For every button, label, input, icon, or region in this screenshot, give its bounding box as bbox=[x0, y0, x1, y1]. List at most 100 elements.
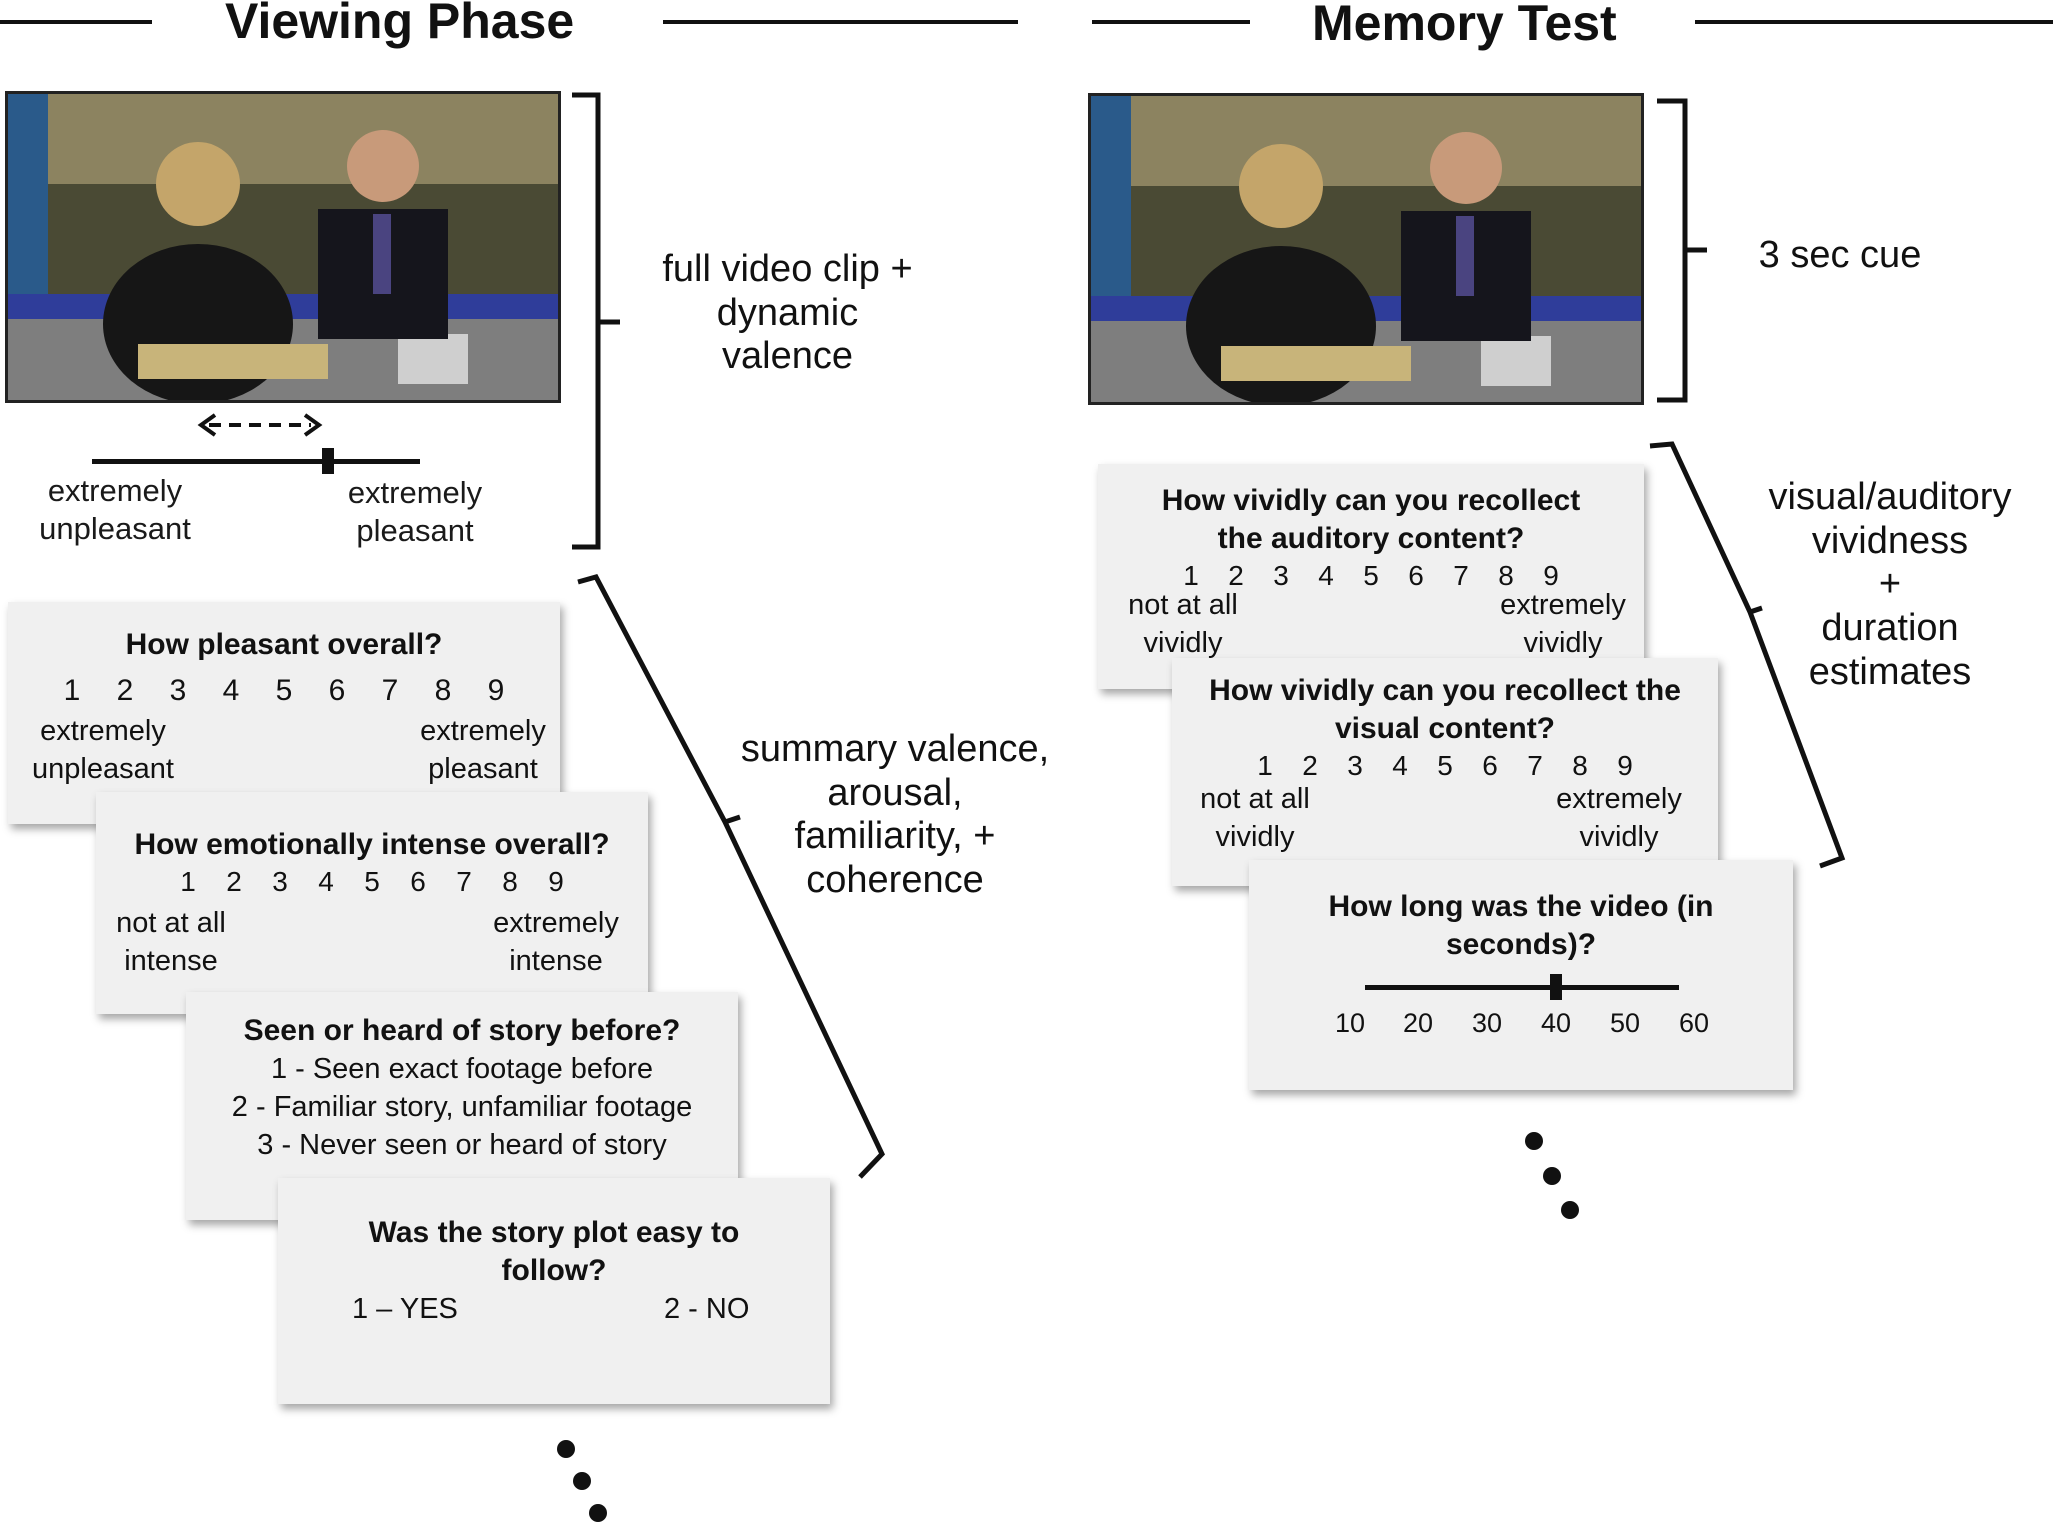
question-line: Was the story plot easy to bbox=[368, 1216, 740, 1249]
scale-option[interactable]: 7 bbox=[1527, 750, 1543, 781]
label-line: full video clip + bbox=[662, 248, 913, 290]
scale-option[interactable]: 1 bbox=[63, 674, 81, 707]
anchor-line: extremely bbox=[47, 473, 183, 508]
scale-option[interactable]: 9 bbox=[1543, 560, 1559, 591]
dynamic-valence-slider[interactable] bbox=[92, 448, 420, 476]
scale-option[interactable]: 2 bbox=[116, 674, 134, 707]
ellipsis-dot bbox=[557, 1440, 575, 1458]
scale-left-anchor: not at all vividly bbox=[1180, 780, 1330, 856]
label-line: vividness bbox=[1811, 519, 1969, 562]
tick-label: 30 bbox=[1471, 1008, 1503, 1038]
slider-thumb[interactable] bbox=[1550, 974, 1563, 1000]
anchor-line: not at all bbox=[1128, 589, 1238, 621]
anchor-line: not at all bbox=[116, 907, 226, 939]
anchor-line: extremely bbox=[1556, 783, 1682, 815]
option-item[interactable]: 2 - Familiar story, unfamiliar footage bbox=[231, 1091, 693, 1123]
label-line: summary valence, bbox=[740, 728, 1050, 770]
option-yes[interactable]: 1 – YES bbox=[352, 1293, 458, 1325]
label-line: coherence bbox=[806, 859, 984, 902]
scale-option[interactable]: 4 bbox=[1318, 560, 1334, 591]
option-no[interactable]: 2 - NO bbox=[664, 1293, 750, 1325]
video-bracket-label: full video clip + dynamic valence bbox=[635, 248, 940, 379]
question-line: How long was the video (in bbox=[1328, 890, 1714, 923]
scale-option[interactable]: 3 bbox=[169, 674, 187, 707]
scale-option[interactable]: 3 bbox=[1347, 750, 1363, 781]
anchor-line: pleasant bbox=[428, 753, 538, 785]
label-line: estimates bbox=[1808, 650, 1972, 693]
video-brace bbox=[572, 92, 620, 550]
scale-option[interactable]: 9 bbox=[1617, 750, 1633, 781]
scale-option[interactable]: 9 bbox=[548, 866, 564, 897]
scale-option[interactable]: 3 bbox=[1273, 560, 1289, 591]
slider-track bbox=[92, 459, 420, 464]
scale-option[interactable]: 7 bbox=[1453, 560, 1469, 591]
card-question: Was the story plot easy to follow? bbox=[278, 1214, 830, 1290]
scale-option[interactable]: 7 bbox=[381, 674, 399, 707]
anchor-line: vividly bbox=[1523, 627, 1603, 659]
label-line: familiarity, + bbox=[794, 815, 996, 858]
option-item[interactable]: 1 - Seen exact footage before bbox=[270, 1053, 654, 1085]
tick-label: 10 bbox=[1334, 1008, 1366, 1038]
slider-left-anchor: extremely unpleasant bbox=[25, 472, 205, 548]
scale-option[interactable]: 8 bbox=[1572, 750, 1588, 781]
anchor-line: vividly bbox=[1143, 627, 1223, 659]
label-line: visual/auditory bbox=[1768, 476, 2012, 518]
anchor-line: unpleasant bbox=[32, 753, 174, 785]
scale-option[interactable]: 2 bbox=[226, 866, 242, 897]
anchor-line: extremely bbox=[40, 715, 166, 747]
card-question: How emotionally intense overall? bbox=[134, 828, 610, 861]
scale-option[interactable]: 8 bbox=[502, 866, 518, 897]
scale-option[interactable]: 8 bbox=[434, 674, 452, 707]
scale-option[interactable]: 5 bbox=[364, 866, 380, 897]
scale-right-anchor: extremely vividly bbox=[1544, 780, 1694, 856]
scale-option[interactable]: 5 bbox=[275, 674, 293, 707]
anchor-line: extremely bbox=[420, 715, 546, 747]
scale-option[interactable]: 9 bbox=[487, 674, 505, 707]
scale-option[interactable]: 6 bbox=[410, 866, 426, 897]
scale-option[interactable]: 6 bbox=[328, 674, 346, 707]
card-plot: Was the story plot easy to follow? 1 – Y… bbox=[278, 1178, 830, 1404]
duration-tick-labels: 10 20 30 40 50 60 bbox=[1249, 1008, 1793, 1048]
summary-bracket-label: summary valence, arousal, familiarity, +… bbox=[725, 728, 1065, 903]
anchor-line: not at all bbox=[1200, 783, 1310, 815]
scale-option[interactable]: 4 bbox=[222, 674, 240, 707]
scale-left-anchor: not at all intense bbox=[96, 904, 246, 980]
scale-option[interactable]: 1 bbox=[180, 866, 196, 897]
anchor-line: unpleasant bbox=[39, 511, 191, 546]
ellipsis-dot bbox=[1543, 1167, 1561, 1185]
news-anchors-image bbox=[1091, 96, 1641, 402]
vividness-bracket-label: visual/auditory vividness + duration est… bbox=[1745, 476, 2035, 694]
scale-option[interactable]: 1 bbox=[1183, 560, 1199, 591]
label-line: duration bbox=[1821, 607, 1959, 650]
question-line: How vividly can you recollect bbox=[1161, 484, 1581, 517]
card-question: How pleasant overall? bbox=[125, 628, 443, 661]
anchor-line: extremely bbox=[1500, 589, 1626, 621]
tick-label: 60 bbox=[1678, 1008, 1710, 1038]
rating-scale[interactable]: 1 2 3 4 5 6 7 8 9 bbox=[8, 674, 560, 708]
scale-option[interactable]: 7 bbox=[456, 866, 472, 897]
scale-option[interactable]: 4 bbox=[318, 866, 334, 897]
scale-option[interactable]: 4 bbox=[1392, 750, 1408, 781]
scale-option[interactable]: 6 bbox=[1482, 750, 1498, 781]
scale-option[interactable]: 2 bbox=[1302, 750, 1318, 781]
option-item[interactable]: 3 - Never seen or heard of story bbox=[257, 1129, 667, 1161]
card-question: How vividly can you recollect the visual… bbox=[1172, 672, 1718, 748]
scale-option[interactable]: 5 bbox=[1363, 560, 1379, 591]
scale-option[interactable]: 5 bbox=[1437, 750, 1453, 781]
scale-option[interactable]: 6 bbox=[1408, 560, 1424, 591]
card-duration: How long was the video (in seconds)? 10 … bbox=[1249, 860, 1793, 1090]
anchor-line: intense bbox=[124, 945, 218, 977]
scale-option[interactable]: 8 bbox=[1498, 560, 1514, 591]
scale-option[interactable]: 2 bbox=[1228, 560, 1244, 591]
scale-option[interactable]: 1 bbox=[1257, 750, 1273, 781]
ellipsis-dot bbox=[1525, 1132, 1543, 1150]
anchor-line: extremely bbox=[493, 907, 619, 939]
card-question: How long was the video (in seconds)? bbox=[1249, 888, 1793, 964]
tick-label: 50 bbox=[1609, 1008, 1641, 1038]
duration-slider[interactable] bbox=[1365, 974, 1679, 1002]
scale-option[interactable]: 3 bbox=[272, 866, 288, 897]
slider-thumb[interactable] bbox=[322, 448, 335, 474]
